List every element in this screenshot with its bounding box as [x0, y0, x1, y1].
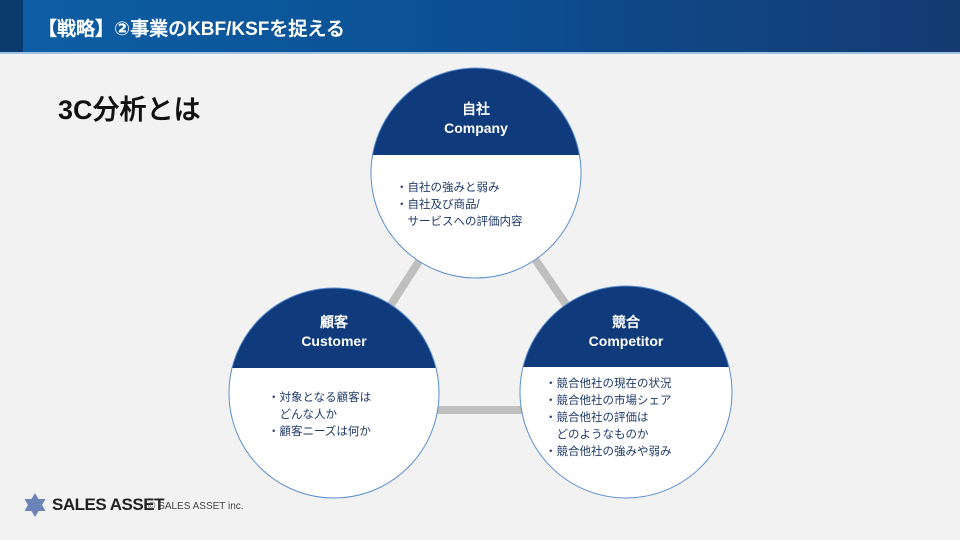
sales-asset-logo: SALES ASSET [22, 492, 164, 518]
header-accent-strip [0, 0, 23, 52]
slide-title: 【戦略】②事業のKBF/KSFを捉える [38, 19, 345, 40]
customer-bullets: ・対象となる顧客は どんな人か ・顧客ニーズは何か [268, 392, 372, 438]
customer-circle [228, 287, 440, 499]
customer-title-ja: 顧客 [320, 314, 348, 330]
company-title-en: Company [444, 120, 508, 136]
customer-title: 顧客 Customer [234, 313, 434, 351]
company-title: 自社 Company [376, 100, 576, 138]
competitor-title-en: Competitor [588, 333, 664, 349]
company-title-ja: 自社 [462, 101, 490, 117]
copyright: © SALES ASSET inc. [148, 501, 244, 512]
competitor-title: 競合 Competitor [526, 313, 726, 351]
competitor-title-ja: 競合 [612, 314, 640, 330]
competitor-bullets: ・競合他社の現在の状況 ・競合他社の市場シェア ・競合他社の評価は どのようなも… [545, 378, 672, 458]
company-circle [370, 67, 582, 279]
star-logo-icon [24, 493, 46, 517]
customer-title-en: Customer [301, 333, 367, 349]
header-bar: 【戦略】②事業のKBF/KSFを捉える [0, 0, 960, 54]
page-heading: 3C分析とは [58, 95, 201, 125]
company-bullets: ・自社の強みと弱み ・自社及び商品/ サービスへの評価内容 [396, 182, 523, 228]
logo-text: SALES ASSET [52, 495, 164, 514]
